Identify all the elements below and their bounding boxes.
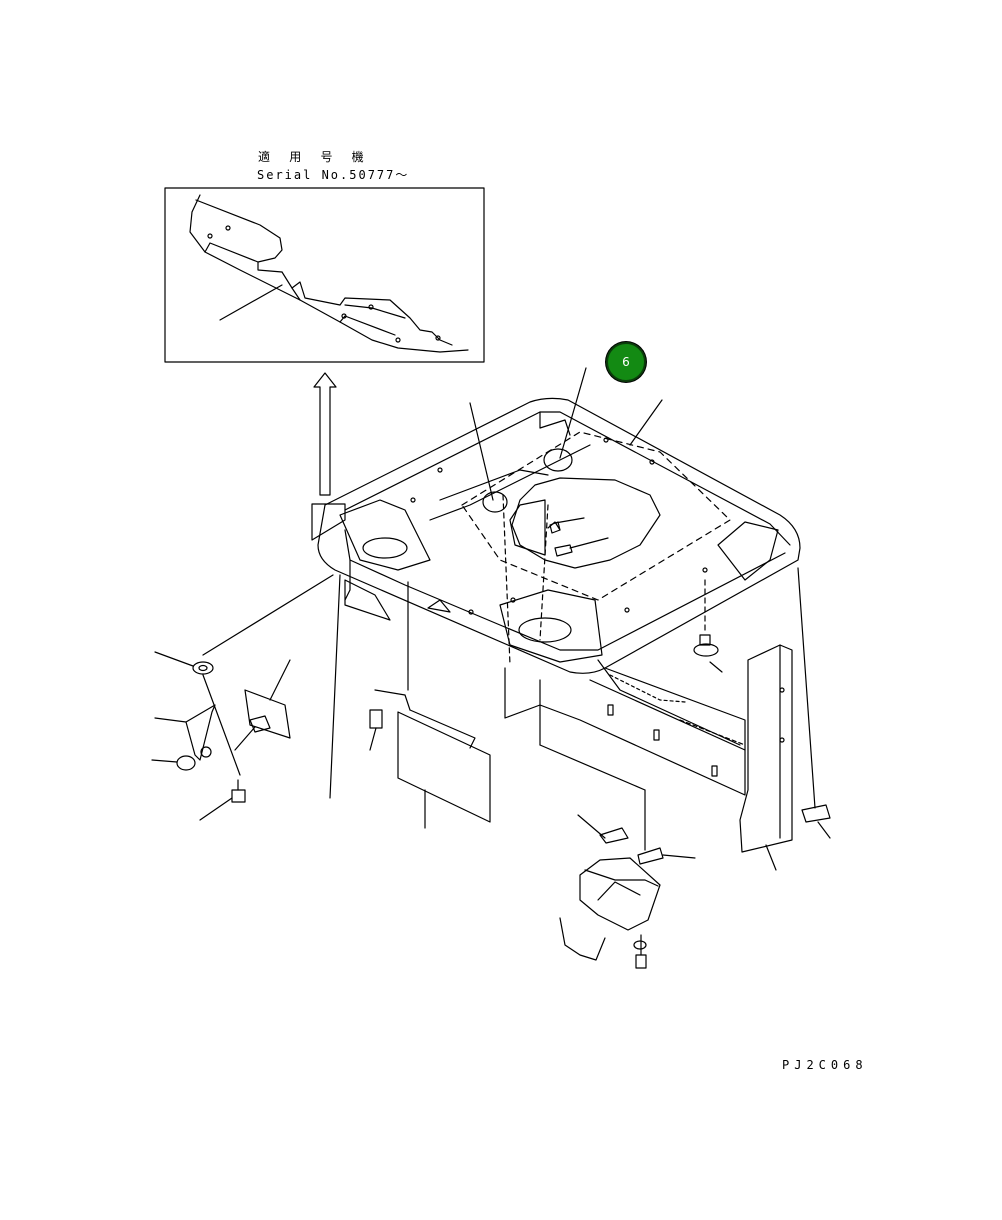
left-hardware-group <box>152 575 340 820</box>
bottom-bracket-assembly <box>560 815 695 968</box>
drawing-code-label: PJ2C068 <box>782 1058 868 1072</box>
inset-detail-box <box>165 188 484 362</box>
floor-mat <box>370 582 490 828</box>
leader-lines <box>470 368 815 850</box>
front-cover-panels <box>505 660 745 795</box>
serial-number-label: Serial No.50777〜 <box>257 168 410 182</box>
callout-badge[interactable]: 6 <box>606 342 646 382</box>
floor-bolts <box>550 522 830 838</box>
floor-frame <box>312 398 800 673</box>
reference-arrow <box>314 373 336 495</box>
applicable-serial-heading: 適 用 号 機 <box>258 150 370 164</box>
right-side-plate <box>740 645 792 870</box>
